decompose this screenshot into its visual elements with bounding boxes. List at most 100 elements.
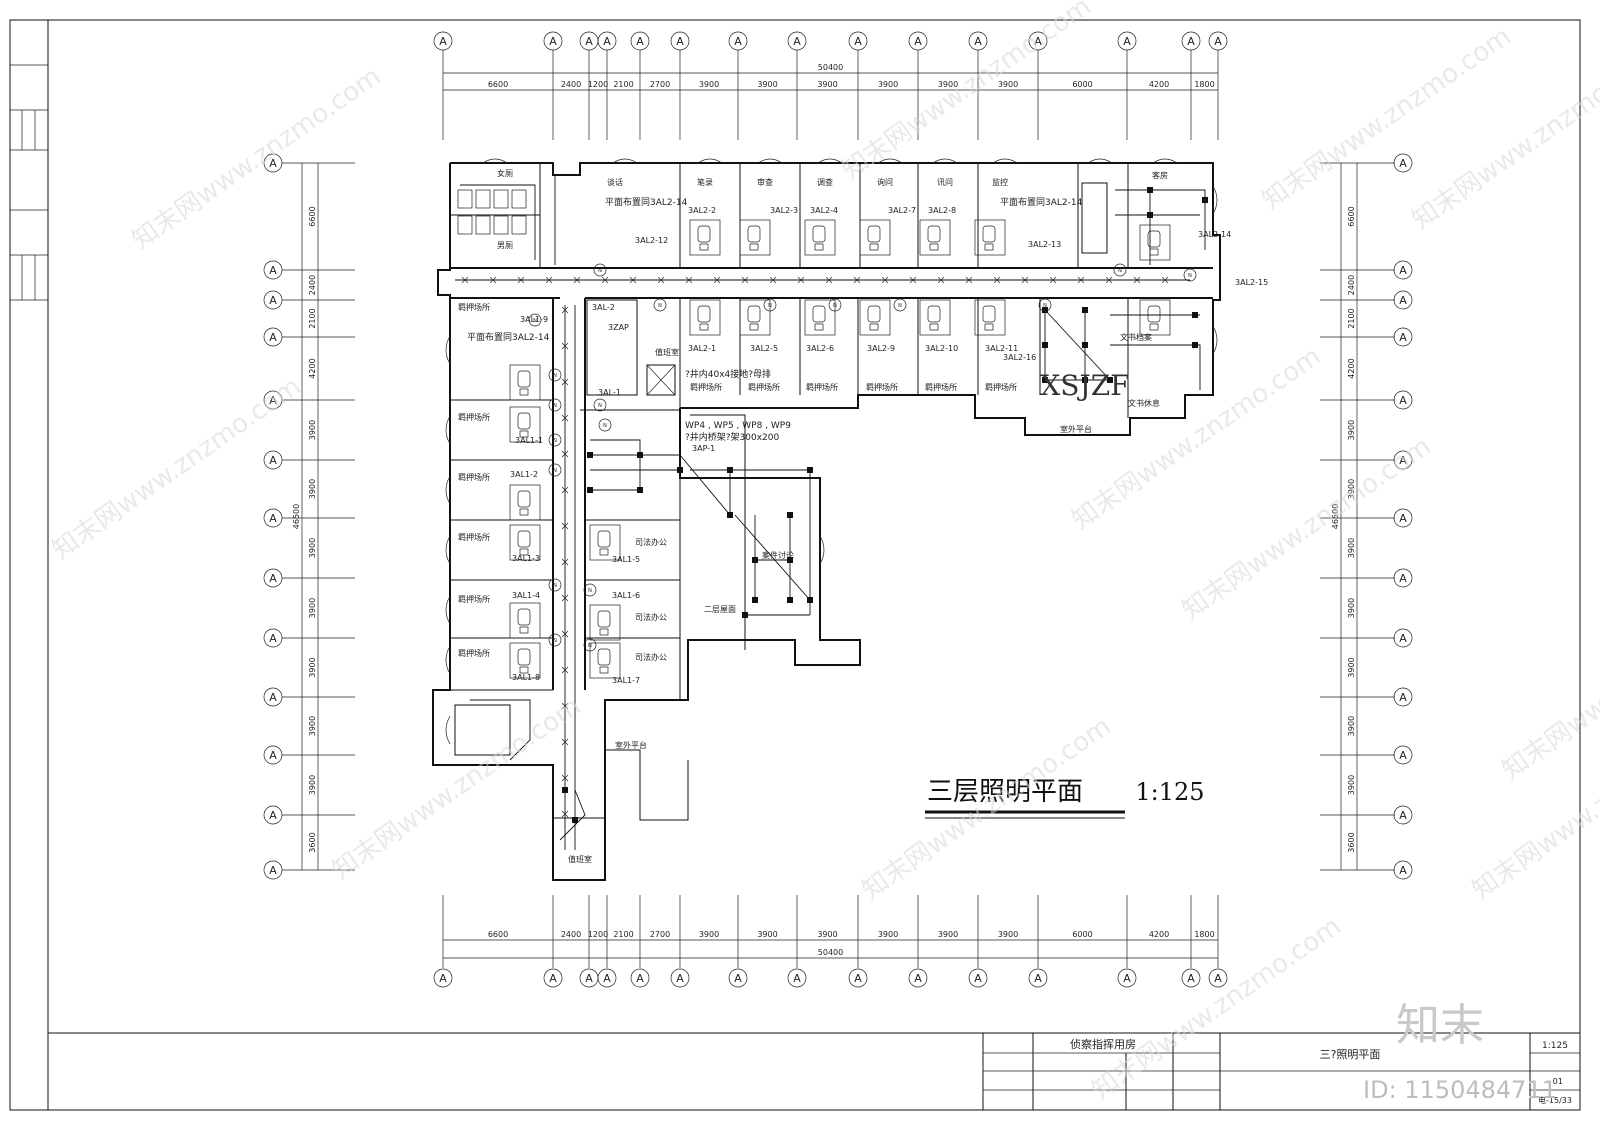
dim-segment: 3900: [817, 930, 837, 939]
room-judicial-office-3: 司法办公: [635, 652, 667, 662]
brand-id: ID: 1150484711: [1363, 1076, 1557, 1104]
note-same-layout-3: 平面布置同3AL2-14: [467, 331, 550, 343]
room-file-rest: 文书休息: [1128, 398, 1160, 408]
dim-segment: 2100: [613, 930, 633, 939]
grid-bubble: [1393, 745, 1413, 765]
svg-text:N: N: [553, 468, 557, 474]
dim-segment: 3900: [817, 80, 837, 89]
dim-segment: 3900: [757, 80, 777, 89]
room-balcony: 室外平台: [1060, 424, 1092, 434]
svg-text:知末网www.znzmo.com: 知末网www.znzmo.com: [127, 61, 387, 255]
svg-text:N: N: [898, 303, 902, 309]
dim-segment: 3900: [878, 930, 898, 939]
grid-bubble-label: A: [549, 972, 557, 985]
grid-bubble-label: A: [269, 394, 277, 407]
dim-segment: 3900: [308, 598, 317, 618]
grid-bubble-label: A: [585, 35, 593, 48]
grid-bubble-label: A: [269, 331, 277, 344]
grid-bubble-label: A: [269, 294, 277, 307]
grid-bubble: [1208, 968, 1228, 988]
grid-bubble-label: A: [439, 972, 447, 985]
svg-text:N: N: [1043, 303, 1047, 309]
room-detention-1: 羁押场所: [458, 302, 490, 312]
grid-bubble: [1393, 260, 1413, 280]
svg-text:知末网www.znzmo.com: 知末网www.znzmo.com: [327, 691, 587, 885]
dim-segment: 6000: [1072, 80, 1092, 89]
panel-3al-1: 3AL-1: [598, 388, 621, 397]
grid-bubble-label: A: [676, 35, 684, 48]
svg-text:N: N: [598, 403, 602, 409]
panel-3al2-6: 3AL2-6: [806, 344, 834, 353]
room-duty: 值班室: [568, 854, 592, 864]
grid-bubble-label: A: [269, 864, 277, 877]
panel-3al2-9: 3AL2-9: [867, 344, 895, 353]
panel-3al1-1: 3AL1-1: [515, 436, 543, 445]
svg-text:N: N: [598, 268, 602, 274]
panel-3al1-5: 3AL1-5: [612, 555, 640, 564]
dim-segment: 6000: [1072, 930, 1092, 939]
room-interrogate: 询问: [877, 177, 893, 187]
dim-segment: 6600: [1347, 206, 1356, 226]
grid-bubble: [670, 968, 690, 988]
dim-segment: 2400: [561, 80, 581, 89]
grid-bubble-label: A: [636, 972, 644, 985]
room-detention-6: 羁押场所: [458, 648, 490, 658]
grid-bubble: [1028, 31, 1048, 51]
dim-segment: 2400: [308, 275, 317, 295]
panel-3al1-2: 3AL1-2: [510, 470, 538, 479]
dim-segment: 3900: [308, 716, 317, 736]
panel-3al2-2: 3AL2-2: [688, 206, 716, 215]
grid-bubble: [1393, 390, 1413, 410]
sanitary-fixtures: [457, 189, 1171, 679]
grid-bubble: [263, 805, 283, 825]
dim-segment: 3900: [757, 930, 777, 939]
grid-bubble-label: A: [1399, 294, 1407, 307]
dim-segment: 6600: [308, 206, 317, 226]
dim-total-height: 46500: [1331, 504, 1340, 529]
grid-bubble-label: A: [269, 691, 277, 704]
panel-3al1-3: 3AL1-3: [512, 554, 540, 563]
svg-text:知末网www.znzmo.com: 知末网www.znzmo.com: [1497, 591, 1600, 785]
panel-3al1-7: 3AL1-7: [612, 676, 640, 685]
room-detention-8: 羁押场所: [748, 382, 780, 392]
room-second-floor-roof: 二层屋面: [704, 605, 736, 614]
grid-bubble: [263, 260, 283, 280]
title-block: 侦察指挥用房 三?照明平面 1:125 - 01 电-15/33: [48, 1032, 1580, 1110]
grid-bubble-label: A: [734, 972, 742, 985]
grid-bubble: [543, 31, 563, 51]
dim-segment: 3900: [878, 80, 898, 89]
dim-total-width: 50400: [818, 948, 843, 957]
grid-bubble: [908, 968, 928, 988]
dim-segment: 3600: [1347, 832, 1356, 852]
grid-bubble: [263, 687, 283, 707]
grid-axes-right: 46500A6600A2400A2100A4200A3900A3900A3900…: [1320, 153, 1413, 880]
room-guest: 客房: [1152, 170, 1168, 180]
room-labels: 女厕 男厕 谈话 笔录 审查 调查 询问 讯问 监控 客房 平面布置同3AL2-…: [458, 168, 1168, 864]
panel-3al2-4: 3AL2-4: [810, 206, 838, 215]
panel-3al2-5: 3AL2-5: [750, 344, 778, 353]
room-watch: 监控: [992, 177, 1008, 187]
svg-text:N: N: [553, 373, 557, 379]
grid-bubble: [1117, 968, 1137, 988]
grid-bubble: [1393, 805, 1413, 825]
dim-segment: 3900: [308, 657, 317, 677]
room-detention-3: 羁押场所: [458, 472, 490, 482]
lighting-wiring: [455, 175, 1206, 850]
svg-text:知末网www.znzmo.com: 知末网www.znzmo.com: [47, 371, 307, 565]
dim-segment: 4200: [1347, 358, 1356, 378]
grid-axes-left: 46500A6600A2400A2100A4200A3900A3900A3900…: [263, 153, 355, 880]
room-detention-12: 羁押场所: [985, 382, 1017, 392]
note-same-layout-1: 平面布置同3AL2-14: [605, 196, 688, 208]
revision-strip: [10, 64, 48, 301]
svg-text:N: N: [588, 588, 592, 594]
panel-3ap-1: 3AP-1: [692, 444, 715, 453]
room-case-discussion: 案件讨论: [762, 550, 794, 560]
grid-bubble-label: A: [603, 35, 611, 48]
grid-bubble: [1393, 327, 1413, 347]
grid-bubble: [433, 968, 453, 988]
grid-axes-top: 50400A6600A2400A1200A2100A2700A3900A3900…: [433, 31, 1228, 140]
grid-bubble: [1393, 860, 1413, 880]
dim-segment: 6600: [488, 930, 508, 939]
